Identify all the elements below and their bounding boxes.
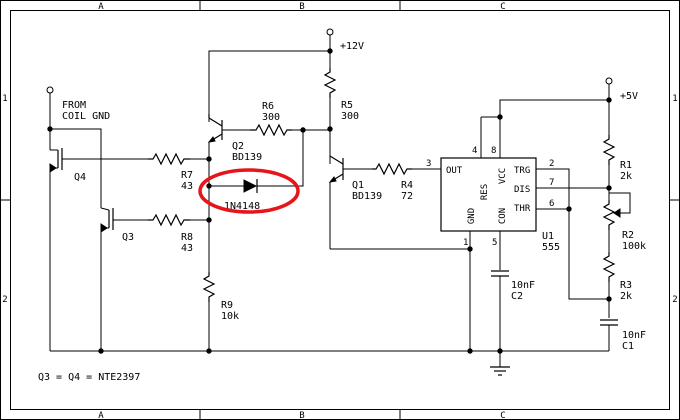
r3-ref: R3 (620, 280, 632, 291)
zone-top-a: A (98, 2, 104, 12)
u1-ref: U1 (542, 231, 554, 242)
rail-12v-wire (208, 50, 330, 122)
zone-left-1: 1 (2, 94, 7, 104)
resistor-r5: R5 300 (323, 68, 359, 164)
supply-12v: +12V (326, 28, 364, 68)
mosfet-q4: Q4 (49, 148, 86, 351)
input-label-line2: COIL GND (62, 111, 110, 122)
d1-value: 1N4148 (224, 201, 260, 212)
c1-value: 10nF (622, 330, 646, 341)
r8-value: 43 (181, 243, 193, 254)
coil-input: FROM COIL GND (46, 86, 110, 150)
u1-value: 555 (542, 242, 560, 253)
pin-thr-label: THR (514, 204, 531, 214)
input-label-line1: FROM (62, 100, 86, 111)
ic-pin-wires: 4 8 2 7 6 1 5 (463, 117, 609, 351)
r9-ref: R9 (221, 300, 233, 311)
zone-top-b: B (299, 2, 304, 12)
zone-bottom-c: C (500, 411, 505, 420)
q1-ref: Q1 (352, 180, 364, 191)
q1-value: BD139 (352, 191, 382, 202)
zone-right-2: 2 (672, 295, 677, 305)
zone-right-1: 1 (672, 94, 677, 104)
zone-bottom-b: B (299, 411, 304, 420)
pin-res-label: RES (480, 184, 490, 200)
transistor-q2: Q2 BD139 (207, 114, 262, 163)
pin-6-number: 6 (549, 199, 554, 209)
r3-value: 2k (620, 291, 632, 302)
node-trg-thr-r3 (606, 296, 612, 302)
r6-ref: R6 (262, 101, 274, 112)
c2-ref: C2 (511, 291, 523, 302)
resistor-r6: R6 300 (250, 101, 330, 137)
capacitor-c2: 10nF C2 (491, 270, 535, 351)
supply-12v-label: +12V (340, 41, 364, 52)
supply-5v: +5V (605, 77, 638, 135)
ic-u1-555: OUT TRG DIS THR RES VCC GND CON U1 555 (440, 157, 560, 253)
r6-value: 300 (262, 112, 280, 123)
r8-ref: R8 (181, 232, 193, 243)
q4-ref: Q4 (74, 172, 86, 183)
diode-highlight-circle (198, 168, 300, 214)
resistor-r8: R8 43 (115, 213, 209, 254)
pin-3-number: 3 (426, 159, 431, 169)
pin-out-label: OUT (446, 166, 463, 176)
r4-value: 72 (401, 191, 413, 202)
r7-value: 43 (181, 181, 193, 192)
c2-value: 10nF (511, 280, 535, 291)
r2-value: 100k (622, 241, 646, 252)
pin-vcc-label: VCC (498, 168, 508, 184)
zone-bottom-a: A (98, 411, 104, 420)
resistor-r1: R1 2k (602, 135, 632, 200)
r5-value: 300 (341, 111, 359, 122)
pin-con-label: CON (498, 208, 508, 224)
q2-ref: Q2 (232, 141, 244, 152)
r1-ref: R1 (620, 160, 632, 171)
diode-1n4148: 1N4148 (209, 130, 304, 212)
potentiometer-r2: R2 100k (602, 192, 646, 252)
r4-ref: R4 (401, 180, 413, 191)
pin-1-number: 1 (463, 238, 468, 248)
zone-left-2: 2 (2, 295, 7, 305)
pin-dis-label: DIS (514, 185, 530, 195)
pin-5-number: 5 (492, 238, 497, 248)
r9-value: 10k (221, 311, 239, 322)
transistor-q1: Q1 BD139 (328, 155, 382, 249)
transistor-note: Q3 = Q4 = NTE2397 (38, 372, 140, 383)
capacitor-c1: 10nF C1 (600, 319, 646, 352)
coil-wire (50, 128, 102, 208)
rail-5v-wire (499, 99, 609, 117)
node-r5-r6 (327, 126, 333, 132)
pin-8-number: 8 (491, 146, 496, 156)
ground-rail (50, 348, 609, 354)
q2-value: BD139 (232, 152, 262, 163)
resistor-r7: R7 43 (65, 152, 209, 192)
ground-symbol (490, 351, 510, 376)
r7-ref: R7 (181, 170, 193, 181)
resistor-r9: R9 10k (202, 272, 239, 351)
resistor-r3: R3 2k (602, 252, 632, 318)
pin-4-number: 4 (472, 146, 477, 156)
pin-2-number: 2 (549, 159, 554, 169)
c1-ref: C1 (622, 341, 634, 352)
pin-gnd-label: GND (467, 208, 477, 224)
r1-value: 2k (620, 171, 632, 182)
r2-ref: R2 (622, 230, 634, 241)
supply-5v-label: +5V (620, 91, 638, 102)
zone-top-c: C (500, 2, 505, 12)
pin-7-number: 7 (549, 178, 554, 188)
r5-ref: R5 (341, 100, 353, 111)
node-q1-emitter-gnd (467, 246, 473, 252)
q3-ref: Q3 (122, 232, 134, 243)
mosfet-q3: Q3 (100, 207, 134, 351)
resistor-r4: 3 R4 72 (372, 159, 441, 202)
pin-trg-label: TRG (514, 166, 530, 176)
node-thr-trg (566, 206, 572, 212)
node-dis (606, 185, 612, 191)
